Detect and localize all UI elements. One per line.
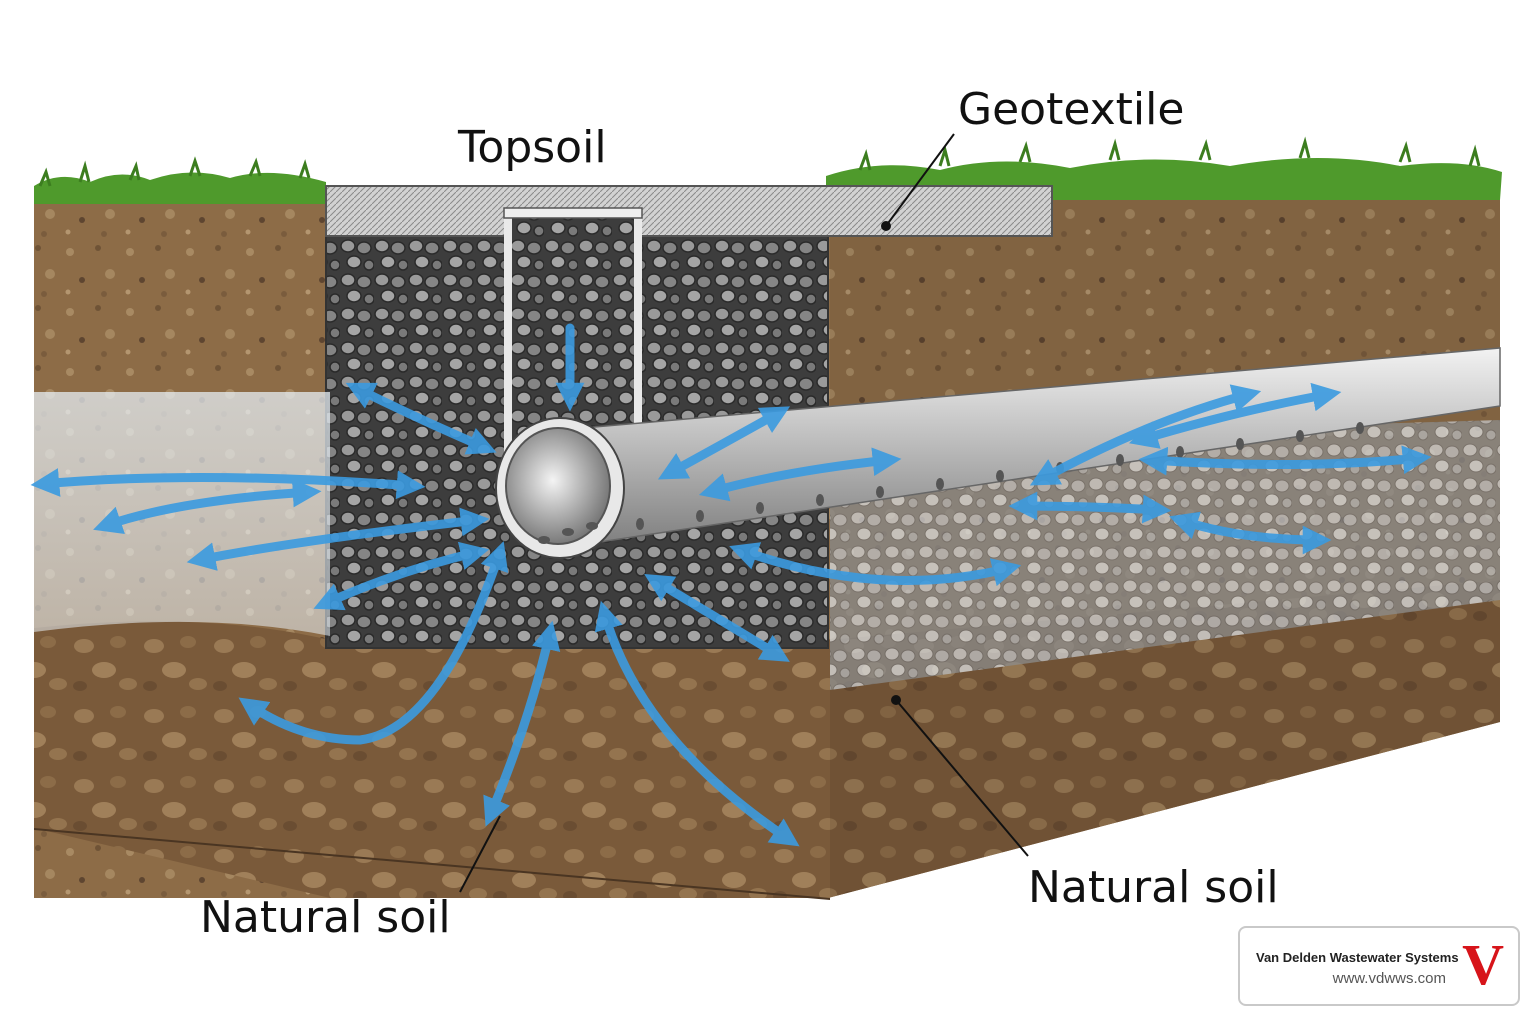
natural-soil-left-label: Natural soil (200, 892, 451, 943)
natural-soil-right-leader (895, 699, 1029, 857)
flow-arrow (186, 507, 490, 571)
flow-arrow (698, 447, 902, 502)
flow-arrow (1008, 491, 1172, 524)
water-flow-arrows (30, 323, 1432, 847)
geotextile-leader (885, 133, 955, 227)
flow-arrow (1138, 445, 1432, 476)
flow-arrow (657, 406, 791, 480)
flow-arrow (1128, 382, 1342, 449)
flow-arrow (93, 478, 322, 535)
brand-name: Van Delden Wastewater Systems (1256, 950, 1459, 965)
flow-arrow (30, 468, 426, 500)
natural-soil-left-leader (459, 815, 501, 893)
natural-soil-right-label: Natural soil (1028, 862, 1279, 913)
flow-arrow (644, 574, 790, 662)
flow-arrow (345, 382, 497, 455)
brand-badge[interactable]: Van Delden Wastewater Systems www.vdwws.… (1238, 926, 1520, 1006)
leader-lines (459, 133, 1029, 893)
flow-arrow (1169, 511, 1332, 555)
flow-arrow (594, 600, 800, 847)
flow-arrow (238, 541, 509, 745)
topsoil-label: Topsoil (458, 122, 607, 173)
flow-arrow (729, 542, 1022, 587)
geotextile-layer (325, 185, 1053, 237)
brand-url[interactable]: www.vdwws.com (1332, 970, 1446, 987)
flow-arrow (483, 620, 561, 827)
brand-logo-icon: V (1462, 932, 1504, 997)
geotextile-label: Geotextile (958, 84, 1185, 135)
